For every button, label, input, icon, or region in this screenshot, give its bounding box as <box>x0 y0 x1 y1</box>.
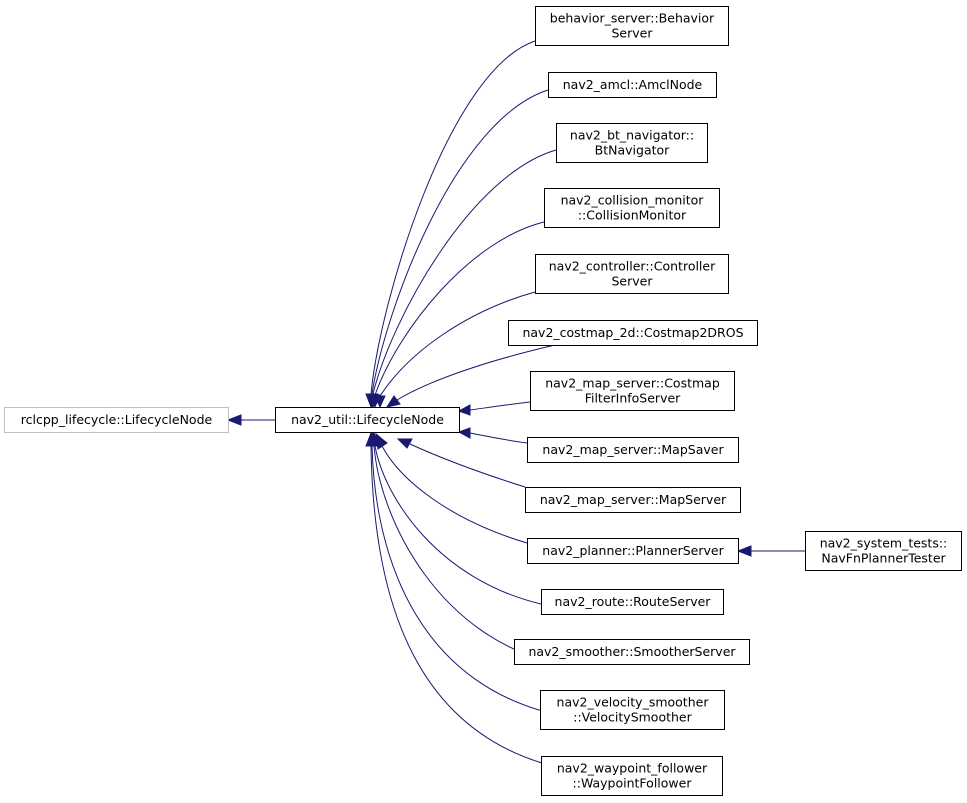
class-node-smoother[interactable]: nav2_smoother::SmootherServer <box>514 639 750 665</box>
node-label-line: nav2_waypoint_follower <box>557 761 708 776</box>
inheritance-edge-costmap-to-nav2-util <box>385 344 556 408</box>
class-node-system-tests[interactable]: nav2_system_tests::NavFnPlannerTester <box>805 531 962 571</box>
node-box <box>535 254 729 294</box>
arrowhead-icon <box>736 545 752 557</box>
edge-line <box>409 443 526 488</box>
class-node-velocity-smoother[interactable]: nav2_velocity_smoother::VelocitySmoother <box>540 690 725 730</box>
node-box <box>4 407 229 433</box>
node-label-line: nav2_map_server::MapServer <box>540 492 727 507</box>
node-label-line: nav2_controller::Controller <box>549 259 716 274</box>
inheritance-edge-costmap-filter-to-nav2-util <box>457 401 531 416</box>
node-label-line: ::CollisionMonitor <box>578 208 687 223</box>
edge-line <box>371 445 569 718</box>
edge-line <box>372 149 557 395</box>
class-node-nav2-util[interactable]: nav2_util::LifecycleNode <box>275 407 460 433</box>
node-label-line: nav2_route::RouteServer <box>555 594 712 609</box>
inheritance-edge-map-saver-to-nav2-util <box>457 427 528 444</box>
node-label-line: NavFnPlannerTester <box>821 551 946 566</box>
node-label-line: Server <box>612 26 654 41</box>
edge-line <box>374 445 542 605</box>
inheritance-edge-controller-to-nav2-util <box>374 291 536 409</box>
node-label-line: nav2_velocity_smoother <box>557 695 710 710</box>
class-node-map-saver[interactable]: nav2_map_server::MapSaver <box>527 437 739 463</box>
node-label-line: nav2_smoother::SmootherServer <box>528 644 736 659</box>
node-label-line: nav2_costmap_2d::Costmap2DROS <box>522 325 743 340</box>
node-box <box>805 531 962 571</box>
class-node-bt-navigator[interactable]: nav2_bt_navigator::BtNavigator <box>556 123 708 163</box>
node-box <box>540 690 725 730</box>
edge-line <box>469 432 528 444</box>
node-label-line: nav2_system_tests:: <box>820 536 948 551</box>
node-box <box>548 72 717 98</box>
arrowhead-icon <box>457 404 471 416</box>
edge-line <box>469 401 531 411</box>
inheritance-edge-bt-navigator-to-nav2-util <box>367 149 557 409</box>
edges-layer <box>226 40 805 771</box>
edge-line <box>396 344 556 401</box>
arrowhead-icon <box>365 431 377 447</box>
node-label-line: behavior_server::Behavior <box>550 11 715 26</box>
node-box <box>530 371 735 411</box>
inheritance-edge-behavior-server-to-nav2-util <box>365 40 536 409</box>
arrowhead-icon <box>385 395 401 408</box>
arrowhead-icon <box>226 414 242 426</box>
node-box <box>525 487 741 513</box>
inheritance-edge-system-tests-to-planner <box>736 545 805 557</box>
edge-line <box>370 40 536 395</box>
node-box <box>544 188 720 228</box>
edge-line <box>374 221 545 396</box>
node-label-line: ::WaypointFollower <box>573 776 693 791</box>
node-label-line: ::VelocitySmoother <box>573 710 692 725</box>
class-node-collision-monitor[interactable]: nav2_collision_monitor::CollisionMonitor <box>544 188 720 228</box>
node-box <box>535 6 729 46</box>
node-label-line: rclcpp_lifecycle::LifecycleNode <box>21 412 213 427</box>
node-label-line: FilterInfoServer <box>585 391 681 406</box>
arrowhead-icon <box>374 395 386 409</box>
inheritance-edge-waypoint-follower-to-nav2-util <box>365 431 571 771</box>
node-label-line: nav2_amcl::AmclNode <box>563 77 703 92</box>
inheritance-edge-nav2-util-to-rclcpp-lifecycle <box>226 414 275 426</box>
class-node-amcl[interactable]: nav2_amcl::AmclNode <box>548 72 717 98</box>
node-label-line: nav2_planner::PlannerServer <box>542 543 724 558</box>
node-box <box>514 639 750 665</box>
inheritance-edge-map-server-to-nav2-util <box>396 438 526 488</box>
node-label-line: BtNavigator <box>595 143 671 158</box>
node-box <box>508 320 758 346</box>
node-box <box>541 589 724 615</box>
inheritance-edge-amcl-to-nav2-util <box>366 89 549 409</box>
class-node-rclcpp-lifecycle[interactable]: rclcpp_lifecycle::LifecycleNode <box>4 407 229 433</box>
nodes-layer: rclcpp_lifecycle::LifecycleNode nav2_util… <box>4 6 962 796</box>
inheritance-edge-planner-to-nav2-util <box>375 432 528 544</box>
edge-line <box>379 291 536 397</box>
node-label-line: nav2_map_server::Costmap <box>545 376 720 391</box>
node-label-line: nav2_util::LifecycleNode <box>291 412 444 427</box>
node-label-line: nav2_map_server::MapSaver <box>542 442 724 457</box>
node-label-line: nav2_collision_monitor <box>561 193 705 208</box>
class-node-planner[interactable]: nav2_planner::PlannerServer <box>527 538 739 564</box>
arrowhead-icon <box>396 438 413 449</box>
inheritance-edge-route-to-nav2-util <box>369 431 542 605</box>
edge-line <box>371 89 549 395</box>
node-box <box>527 538 739 564</box>
node-label-line: Server <box>612 274 654 289</box>
node-box <box>556 123 708 163</box>
node-box <box>527 437 739 463</box>
arrowhead-icon <box>457 427 471 439</box>
node-label-line: nav2_bt_navigator:: <box>570 128 694 143</box>
edge-line <box>381 445 528 544</box>
edge-line <box>370 445 571 771</box>
inheritance-edge-velocity-smoother-to-nav2-util <box>366 431 569 718</box>
node-box <box>275 407 460 433</box>
class-node-map-server[interactable]: nav2_map_server::MapServer <box>525 487 741 513</box>
class-node-waypoint-follower[interactable]: nav2_waypoint_follower::WaypointFollower <box>541 756 723 796</box>
inheritance-edge-collision-monitor-to-nav2-util <box>369 221 545 409</box>
class-node-costmap[interactable]: nav2_costmap_2d::Costmap2DROS <box>508 320 758 346</box>
node-box <box>541 756 723 796</box>
class-node-route[interactable]: nav2_route::RouteServer <box>541 589 724 615</box>
